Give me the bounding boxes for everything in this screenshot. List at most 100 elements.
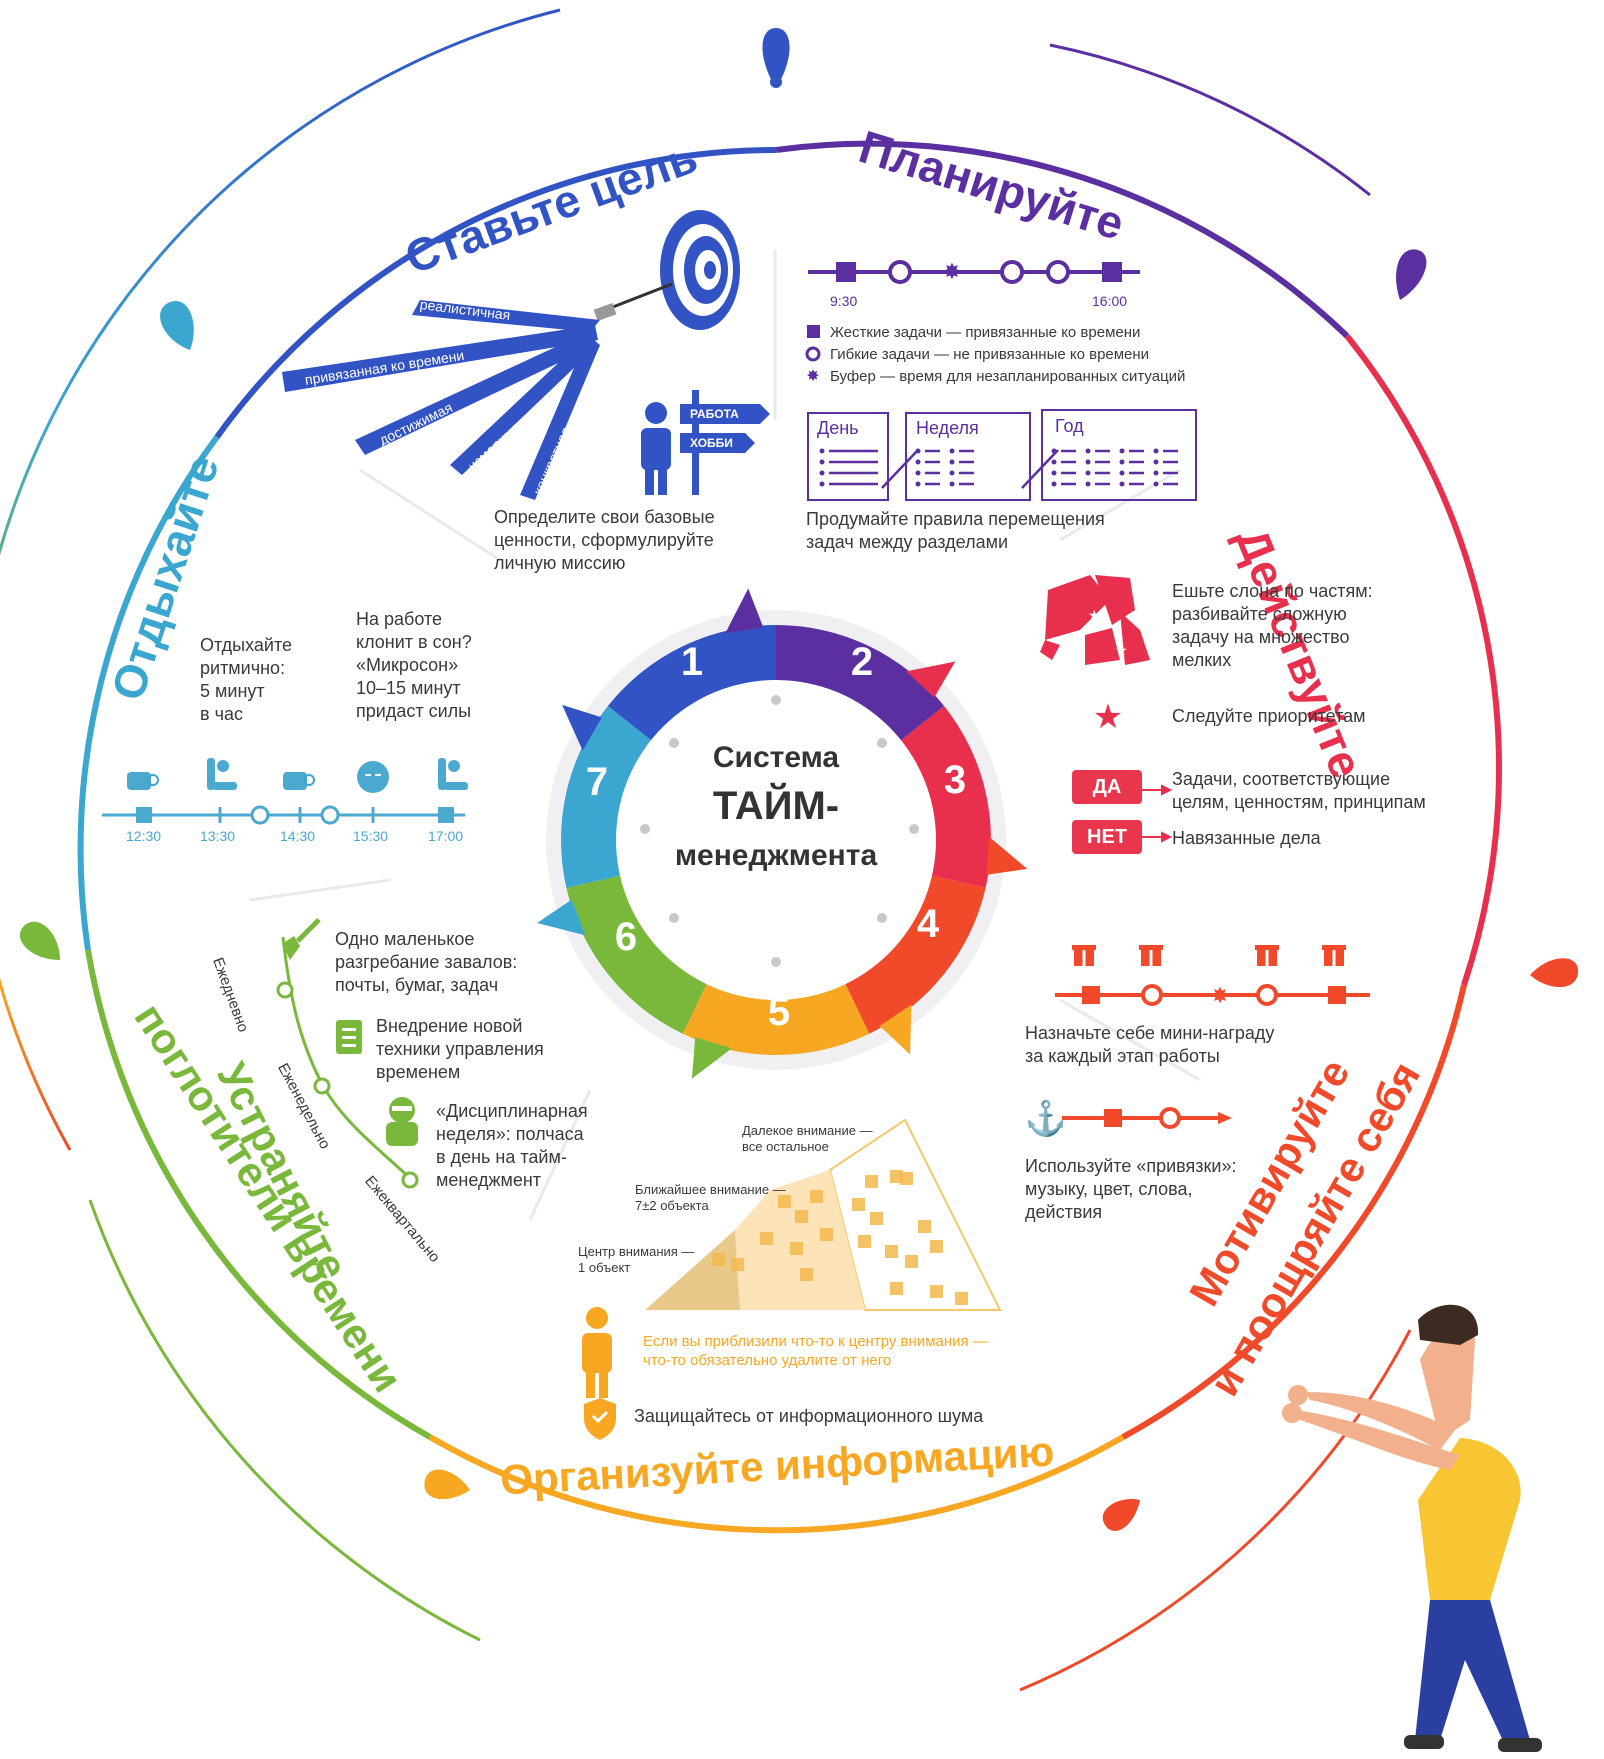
- legend-hard-tasks: Жесткие задачи — привязанные ко времени: [830, 324, 1141, 341]
- person-signpost-icon: [641, 390, 770, 495]
- wheel-sector: [776, 625, 945, 747]
- info-square: [918, 1220, 931, 1233]
- sector-number-1: 1: [680, 640, 704, 684]
- wheel-sector: [607, 625, 776, 747]
- rest-time: 13:30: [200, 828, 236, 844]
- list-dot: [949, 470, 955, 476]
- list-dot: [1119, 470, 1125, 476]
- list-dot: [1153, 481, 1159, 487]
- armchair-person-head: [448, 760, 460, 772]
- ring-seg-1: [214, 147, 777, 439]
- anchor-timeline: [1062, 1107, 1232, 1129]
- list-dot: [1085, 481, 1091, 487]
- man-illustration: [1282, 1304, 1542, 1752]
- gift-lid: [1072, 945, 1096, 950]
- time-end: 16:00: [1092, 293, 1128, 309]
- rest-time: 12:30: [126, 828, 162, 844]
- info-square: [930, 1285, 943, 1298]
- armchair-person-head: [217, 760, 229, 772]
- cup-handle: [147, 774, 159, 786]
- wheel-pointer: [562, 704, 602, 751]
- elephant-icon: [1040, 575, 1150, 665]
- gift-ribbon: [1149, 950, 1153, 966]
- sign-hobby: ХОББИ: [690, 436, 733, 450]
- list-dot: [819, 448, 825, 454]
- center-wheel: [537, 588, 1028, 1079]
- move-arrow: [1021, 449, 1059, 489]
- info-square: [905, 1255, 918, 1268]
- info-square: [870, 1212, 883, 1225]
- legend-buffer: Буфер — время для незапланированных ситу…: [830, 368, 1186, 385]
- box-year: Год: [1055, 416, 1084, 436]
- sign-work: РАБОТА: [690, 407, 739, 421]
- list-dot: [819, 459, 825, 465]
- svg-text:✸: ✸: [943, 259, 961, 284]
- info-square: [890, 1170, 903, 1183]
- gift-ribbon: [1265, 950, 1269, 966]
- priorities-text: Следуйте приоритетам: [1172, 706, 1366, 726]
- info-square: [810, 1190, 823, 1203]
- wheel-pointer: [691, 1037, 732, 1079]
- list-dot: [915, 481, 921, 487]
- svg-text:✸: ✸: [806, 368, 819, 385]
- sleepy-face-icon: [357, 761, 389, 793]
- list-dot: [1085, 459, 1091, 465]
- ring-seg-4: [1121, 984, 1467, 1440]
- list-dot: [1051, 481, 1057, 487]
- list-dot: [1119, 459, 1125, 465]
- wheel-sector: [682, 975, 870, 1055]
- info-square: [820, 1228, 833, 1241]
- ring-seg-6: [85, 949, 432, 1440]
- legend-flexible-tasks: Гибкие задачи — не привязанные ко времен…: [830, 346, 1150, 363]
- info-square: [852, 1198, 865, 1211]
- attention-rule: Если вы приблизили что-то к центру внима…: [643, 1333, 988, 1369]
- plan-boxes: [807, 409, 1197, 501]
- far-attention-label: Далекое внимание —все остальное: [742, 1123, 873, 1154]
- list-dot: [1051, 459, 1057, 465]
- list-dot: [1119, 448, 1125, 454]
- ring-seg-5: [428, 1434, 1125, 1534]
- elephant-text: Ешьте слона по частям:разбивайте сложную…: [1172, 581, 1373, 670]
- armchair-icon: [438, 758, 446, 790]
- cup-handle: [303, 774, 315, 786]
- noise-text: Защищайтесь от информационного шума: [634, 1406, 984, 1426]
- info-square: [900, 1172, 913, 1185]
- rest-time: 14:30: [280, 828, 316, 844]
- info-square: [930, 1240, 943, 1253]
- anchor-icon: ⚓: [1025, 1099, 1067, 1138]
- outer-arc-bottom-right: [1019, 1329, 1412, 1692]
- center-title-line1: Система: [712, 741, 840, 774]
- target-icon: [593, 210, 740, 330]
- gift-ribbon: [1332, 950, 1336, 966]
- reward-timeline: [1055, 984, 1370, 1006]
- info-square: [858, 1235, 871, 1248]
- svg-text:★: ★: [1088, 607, 1101, 623]
- center-title-line2: ТАЙМ-: [712, 784, 840, 828]
- wheel-pointer: [906, 661, 956, 698]
- star-icon: ★: [1093, 698, 1123, 736]
- info-square: [795, 1210, 808, 1223]
- goal-rays: [282, 300, 600, 500]
- info-square: [865, 1175, 878, 1188]
- outer-arc-left: [0, 8, 561, 1151]
- list-dot: [1153, 470, 1159, 476]
- list-dot: [1153, 459, 1159, 465]
- armchair-seat: [444, 782, 468, 790]
- list-dot: [1119, 481, 1125, 487]
- no-tag: НЕТ: [1072, 820, 1142, 854]
- wheel-sector: [841, 873, 986, 1034]
- svg-text:✸: ✸: [1211, 983, 1229, 1008]
- list-dot: [819, 470, 825, 476]
- wheel-pointer: [986, 836, 1028, 875]
- wheel-sector: [561, 705, 659, 888]
- wheel-pointer: [879, 1004, 912, 1055]
- attention-zones: [645, 1118, 1002, 1311]
